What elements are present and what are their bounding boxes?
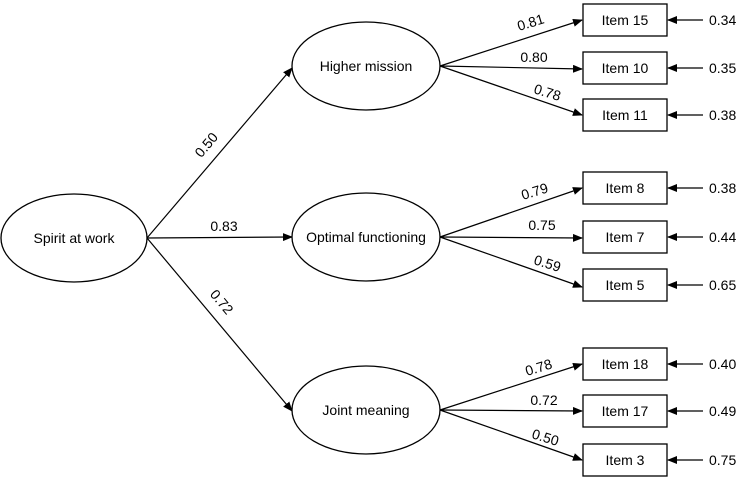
- item-box-item-8: Item 8: [582, 171, 668, 205]
- error-value-item-18: 0.40: [709, 356, 736, 372]
- error-value-item-17: 0.49: [709, 403, 736, 419]
- edge-higher-mission-item-15: [439, 18, 583, 67]
- edge-optimal-functioning-item-7: [439, 233, 583, 242]
- loading-label-joint-meaning: 0.72: [207, 286, 237, 317]
- item-17-label: Item 17: [602, 403, 649, 419]
- node-optimal-functioning-label: Optimal functioning: [306, 229, 426, 245]
- item-box-item-15: Item 15: [582, 3, 668, 37]
- item-11-label: Item 11: [602, 107, 648, 123]
- error-value-item-15: 0.34: [709, 12, 736, 28]
- loading-label-item-8: 0.79: [519, 180, 550, 203]
- edge-joint-meaning-item-18: [439, 362, 583, 411]
- edge-joint-meaning-item-3: [439, 409, 583, 461]
- item-box-item-3: Item 3: [582, 443, 668, 477]
- edge-root-joint-meaning: [146, 237, 293, 412]
- error-value-item-5: 0.65: [709, 277, 736, 293]
- error-value-item-8: 0.38: [709, 180, 736, 196]
- loading-label-optimal-functioning: 0.83: [210, 218, 237, 234]
- edge-higher-mission-item-10: [439, 64, 583, 73]
- node-joint-meaning: Joint meaning: [291, 365, 441, 455]
- loading-label-item-5: 0.59: [532, 252, 563, 275]
- item-box-item-5: Item 5: [582, 268, 668, 302]
- error-value-item-11: 0.38: [709, 107, 736, 123]
- node-joint-meaning-label: Joint meaning: [322, 402, 409, 418]
- loading-label-item-3: 0.50: [530, 426, 561, 449]
- edge-root-optimal-functioning: [146, 233, 293, 242]
- item-box-item-17: Item 17: [582, 394, 668, 428]
- edge-joint-meaning-item-17: [439, 406, 583, 415]
- item-box-item-10: Item 10: [582, 51, 668, 85]
- item-10-label: Item 10: [602, 60, 649, 76]
- error-value-item-3: 0.75: [709, 452, 736, 468]
- node-optimal-functioning: Optimal functioning: [291, 192, 441, 282]
- node-spirit-at-work: Spirit at work: [0, 193, 148, 283]
- edge-optimal-functioning-item-5: [439, 236, 583, 288]
- loading-label-item-15: 0.81: [515, 11, 546, 34]
- loading-label-item-18: 0.78: [523, 356, 554, 379]
- item-15-label: Item 15: [602, 12, 649, 28]
- item-box-item-7: Item 7: [582, 220, 668, 254]
- edge-higher-mission-item-11: [439, 65, 583, 116]
- error-value-item-7: 0.44: [709, 229, 736, 245]
- item-7-label: Item 7: [606, 229, 645, 245]
- node-higher-mission-label: Higher mission: [320, 58, 413, 74]
- edge-optimal-functioning-item-8: [439, 187, 583, 238]
- item-18-label: Item 18: [602, 356, 649, 372]
- error-value-item-10: 0.35: [709, 60, 736, 76]
- loading-label-item-17: 0.72: [530, 392, 557, 408]
- loading-label-item-10: 0.80: [520, 49, 547, 65]
- edge-root-higher-mission: [146, 67, 293, 239]
- item-5-label: Item 5: [606, 277, 645, 293]
- loading-label-item-7: 0.75: [528, 217, 555, 233]
- item-8-label: Item 8: [606, 180, 645, 196]
- item-box-item-18: Item 18: [582, 347, 668, 381]
- loading-label-item-11: 0.78: [532, 81, 563, 104]
- node-spirit-at-work-label: Spirit at work: [34, 230, 116, 246]
- item-3-label: Item 3: [606, 452, 645, 468]
- item-box-item-11: Item 11: [582, 98, 668, 132]
- node-higher-mission: Higher mission: [291, 21, 441, 111]
